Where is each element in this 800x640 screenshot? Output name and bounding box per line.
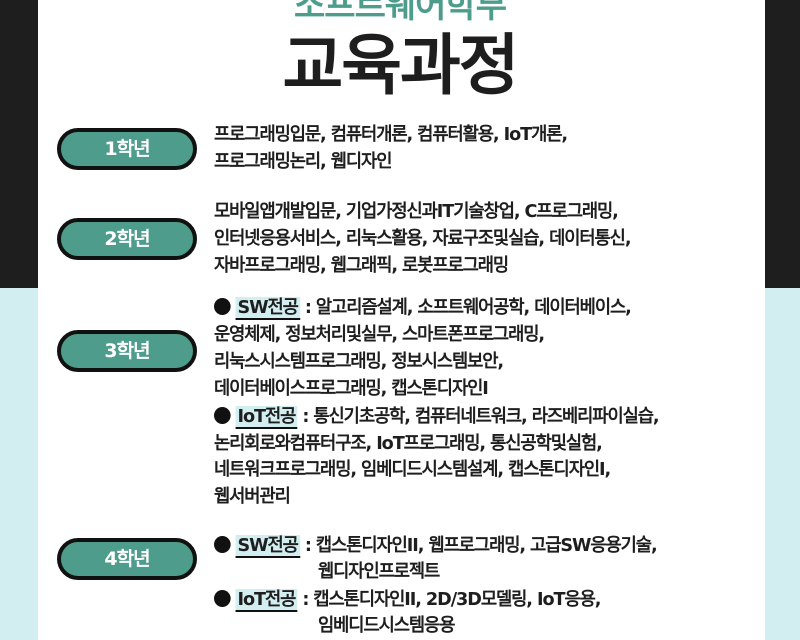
year-badge-1: 1학년	[57, 128, 197, 170]
course-line: 웹서버관리	[214, 486, 291, 507]
course-text: : 알고리즘설계, 소프트웨어공학, 데이터베이스,	[299, 297, 632, 318]
iot-track-line: IoT전공 : 통신기초공학, 컴퓨터네트워크, 라즈베리파이실습,	[214, 404, 660, 430]
course-line: 인터넷응용서비스, 리눅스활용, 자료구조및실습, 데이터통신,	[214, 228, 632, 249]
course-line: 자바프로그래밍, 웹그래픽, 로봇프로그래밍	[214, 255, 509, 276]
content-panel	[38, 0, 765, 640]
bullet-icon	[214, 407, 231, 424]
year-badge-3: 3학년	[57, 330, 197, 372]
course-text: : 통신기초공학, 컴퓨터네트워크, 라즈베리파이실습,	[297, 406, 659, 427]
iot-track-tag: IoT전공	[235, 589, 298, 612]
bullet-icon	[214, 298, 231, 315]
course-line: 웹디자인프로젝트	[318, 561, 440, 582]
page-title: 교육과정	[282, 27, 520, 104]
department-title: 소프트웨어학부	[294, 0, 507, 26]
iot-track-tag: IoT전공	[235, 406, 298, 429]
bullet-icon	[214, 536, 231, 553]
bullet-icon	[214, 590, 231, 607]
course-line: 프로그래밍논리, 웹디자인	[214, 151, 392, 172]
sw-track-line: SW전공 : 알고리즘설계, 소프트웨어공학, 데이터베이스,	[214, 295, 632, 321]
course-line: 네트워크프로그래밍, 임베디드시스템설계, 캡스톤디자인I,	[214, 459, 611, 480]
course-line: 프로그래밍입문, 컴퓨터개론, 컴퓨터활용, IoT개론,	[214, 124, 568, 145]
year-badge-2: 2학년	[57, 218, 197, 260]
iot-track-line: IoT전공 : 캡스톤디자인II, 2D/3D모델링, IoT응용,	[214, 587, 601, 613]
sw-track-line: SW전공 : 캡스톤디자인II, 웹프로그래밍, 고급SW응용기술,	[214, 533, 658, 559]
course-line: 운영체제, 정보처리및실무, 스마트폰프로그래밍,	[214, 324, 545, 345]
sw-track-tag: SW전공	[235, 535, 300, 558]
sw-track-tag: SW전공	[235, 297, 300, 320]
course-line: 임베디드시스템응용	[318, 615, 455, 636]
course-line: 모바일앱개발입문, 기업가정신과IT기술창업, C프로그래밍,	[214, 201, 619, 222]
course-line: 논리회로와컴퓨터구조, IoT프로그래밍, 통신공학및실험,	[214, 433, 603, 454]
year-badge-4: 4학년	[57, 538, 197, 580]
course-line: 데이터베이스프로그래밍, 캡스톤디자인I	[214, 378, 489, 399]
course-text: : 캡스톤디자인II, 웹프로그래밍, 고급SW응용기술,	[299, 535, 658, 556]
course-text: : 캡스톤디자인II, 2D/3D모델링, IoT응용,	[297, 589, 601, 610]
course-line: 리눅스시스템프로그래밍, 정보시스템보안,	[214, 351, 504, 372]
